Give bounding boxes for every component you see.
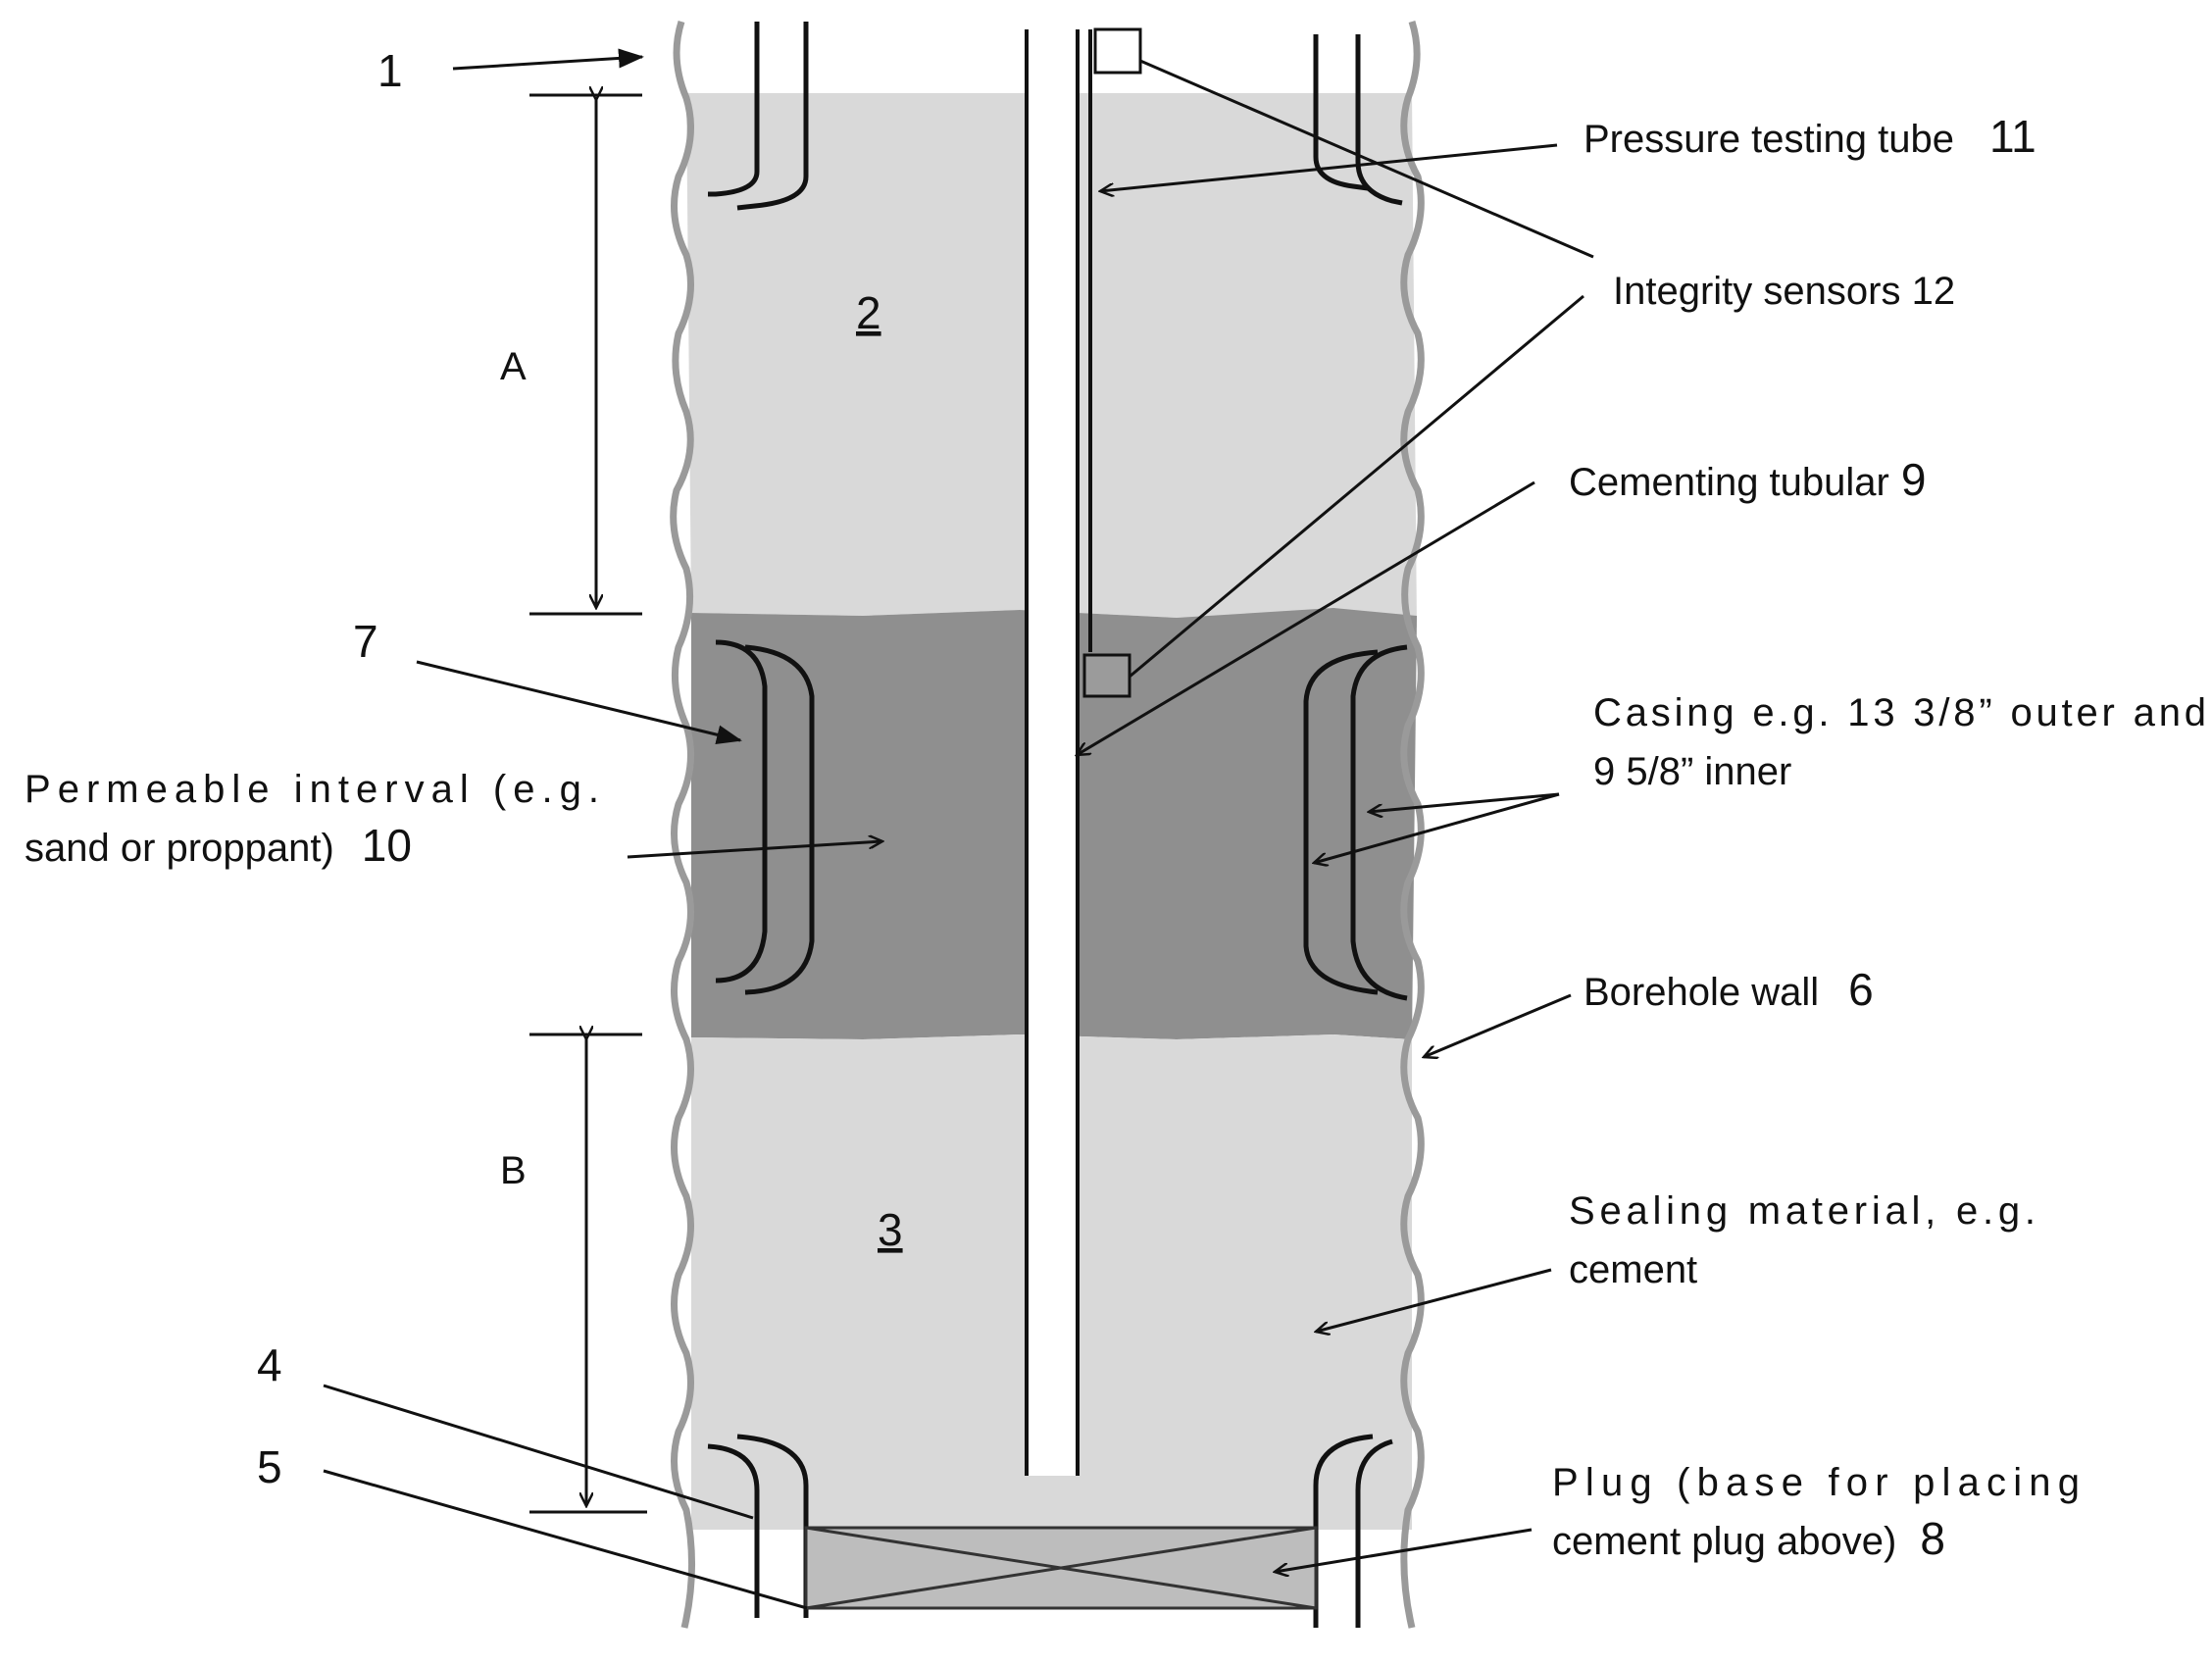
callout-7: 7 [353, 616, 378, 667]
sealing-material-line2: cement [1569, 1248, 1697, 1291]
casing-label-line1: Casing e.g. 13 3/8” outer and [1593, 691, 2206, 734]
plug-label-line2: cement plug above)8 [1552, 1513, 1945, 1564]
cementing-tubular-label: Cementing tubular9 [1569, 454, 1926, 505]
dimension-a [529, 95, 642, 614]
callout-1: 1 [377, 45, 403, 96]
sealing-material-line1: Sealing material, e.g. [1569, 1189, 2036, 1233]
permeable-interval-line2: sand or proppant)10 [25, 820, 412, 871]
cementing-tubular [1027, 29, 1078, 1476]
integrity-sensor-top [1095, 29, 1140, 73]
permeable-interval-line1: Permeable interval (e.g. [25, 768, 599, 811]
dimension-a-label: A [500, 345, 527, 388]
plug-label-line1: Plug (base for placing [1552, 1461, 2080, 1504]
leader-borehole-wall [1424, 995, 1571, 1057]
pressure-tube-label: Pressure testing tube11 [1584, 111, 2036, 162]
dimension-b-label: B [500, 1149, 527, 1192]
borehole-wall-label: Borehole wall6 [1584, 964, 1874, 1015]
callout-5: 5 [257, 1441, 282, 1492]
integrity-sensors-label: Integrity sensors 12 [1613, 270, 1955, 313]
dimension-b [529, 1034, 647, 1512]
callout-4: 4 [257, 1339, 282, 1390]
leader-1 [453, 57, 642, 69]
borehole-wall-left [674, 22, 692, 1628]
casing-label-line2: 9 5/8” inner [1593, 750, 1791, 793]
integrity-sensor-lower [1084, 655, 1130, 696]
zone-3-label: 3 [878, 1204, 903, 1255]
plug [806, 1528, 1316, 1608]
zone-2-label: 2 [856, 287, 881, 338]
